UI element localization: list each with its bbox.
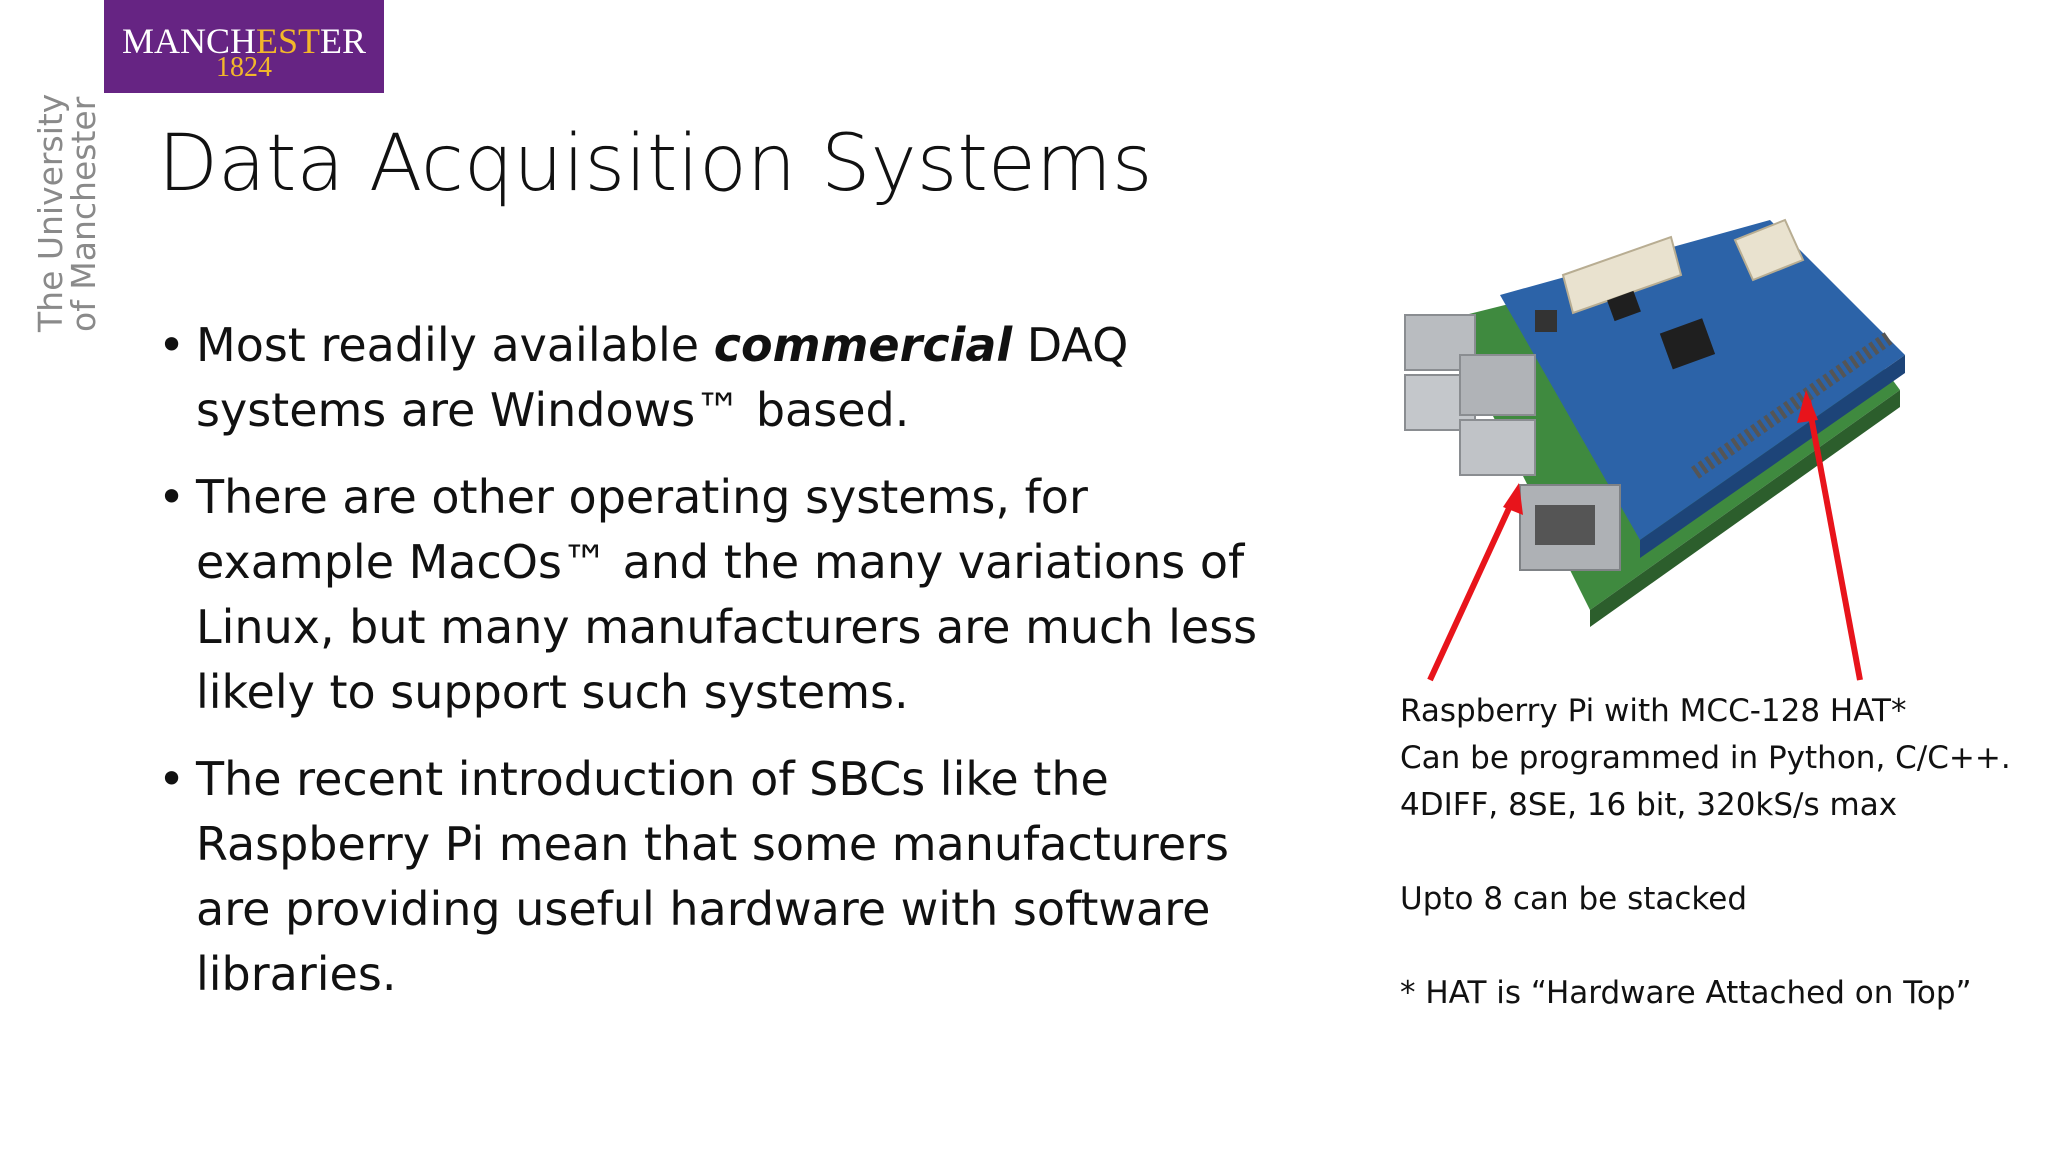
bullet-item: • There are other operating systems, for… [158, 465, 1298, 725]
bullet2-text: There are other operating systems, for e… [196, 470, 1258, 719]
caption-spacer [1400, 923, 2020, 970]
bullet3-text: The recent introduction of SBCs like the… [196, 752, 1230, 1001]
vertical-text-line1: The University [31, 93, 70, 332]
inductor [1535, 310, 1557, 332]
bullet-item: • The recent introduction of SBCs like t… [158, 747, 1298, 1007]
caption-line1: Raspberry Pi with MCC-128 HAT* [1400, 693, 1907, 729]
raspberry-pi-hat-photo [1404, 218, 1905, 682]
bullet1-emphasis: commercial [713, 318, 1013, 372]
logo-wordmark: MANCHESTER [104, 20, 384, 62]
caption-line2: Can be programmed in Python, C/C++. [1400, 740, 2011, 776]
usb-port-3 [1459, 354, 1536, 416]
caption-spacer [1400, 829, 2020, 876]
ethernet-socket [1535, 505, 1595, 545]
university-logo: MANCHESTER 1824 [104, 0, 384, 93]
bullet1-text-pre: Most readily available [196, 318, 714, 372]
arrowhead-header [1797, 390, 1818, 423]
pi-board-edge [1590, 390, 1900, 627]
logo-name-part1: MANCH [121, 21, 256, 61]
logo-name-part3: ER [320, 21, 367, 61]
chip-small [1607, 290, 1641, 322]
bullet-dot: • [158, 752, 186, 806]
slide-title: Data Acquisition Systems [158, 119, 1153, 209]
terminal-block-left [1561, 235, 1683, 315]
bullet-item: • Most readily available commercial DAQ … [158, 313, 1298, 443]
caption-line5: * HAT is “Hardware Attached on Top” [1400, 975, 1972, 1011]
bullet-dot: • [158, 470, 186, 524]
terminal-block-right [1733, 218, 1805, 282]
university-vertical-text: The University of Manchester [31, 93, 103, 332]
hat-board-edge [1640, 355, 1905, 558]
chip-large [1659, 318, 1716, 370]
arrow-header [1805, 399, 1863, 681]
caption-line4: Upto 8 can be stacked [1400, 881, 1748, 917]
arrow-usb [1427, 491, 1519, 682]
bullet-dot: • [158, 318, 186, 372]
logo-name-part2: EST [255, 21, 320, 61]
vertical-text-line2: of Manchester [64, 96, 103, 332]
logo-year: 1824 [216, 52, 272, 83]
bullet-list: • Most readily available commercial DAQ … [158, 313, 1298, 1029]
caption-line3: 4DIFF, 8SE, 16 bit, 320kS/s max [1400, 787, 1898, 823]
photo-caption: Raspberry Pi with MCC-128 HAT* Can be pr… [1400, 688, 2020, 1017]
bullet1-text-post: DAQ systems are Windows™ based. [196, 318, 1129, 437]
arrowhead-usb [1503, 483, 1523, 515]
usb-port-4 [1459, 419, 1536, 476]
